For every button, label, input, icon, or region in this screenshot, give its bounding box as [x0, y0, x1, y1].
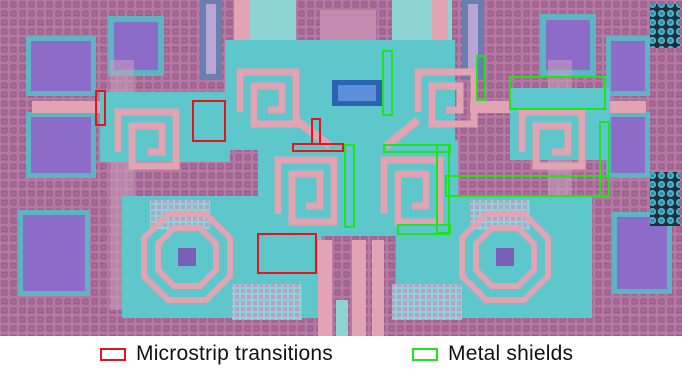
legend-label: Microstrip transitions: [136, 342, 333, 365]
spiral-inductors: [114, 68, 586, 226]
bond-field: [650, 4, 680, 48]
metal-shield-markers: [344, 50, 610, 235]
octagon-inductors: [141, 211, 551, 303]
microstrip-transition-markers: [95, 90, 344, 274]
centre-traces: [234, 0, 448, 336]
legend-green-swatch: [412, 347, 438, 361]
legend-item-shields: Metal shields: [412, 340, 573, 368]
legend-red-swatch: [100, 347, 126, 361]
chip-micrograph: [0, 0, 682, 336]
legend-item-microstrip: Microstrip transitions: [100, 340, 333, 368]
legend-label: Metal shields: [448, 342, 574, 365]
left-rf-pads: [18, 36, 96, 296]
